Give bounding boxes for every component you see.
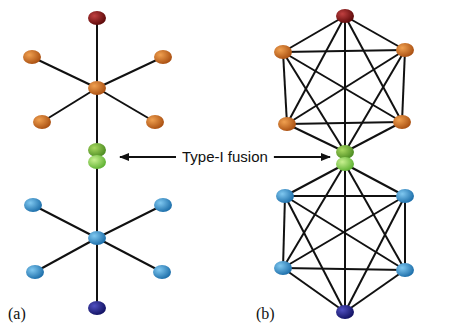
fusion-label: Type-I fusion [182,149,268,166]
graph-b-spheres [274,9,414,319]
panel-letter: (b) [256,305,275,323]
graph-b-lines [283,16,405,312]
panel-letter: (a) [8,305,26,323]
graph-a-lines [32,18,163,308]
graph-a-spheres [23,11,172,315]
